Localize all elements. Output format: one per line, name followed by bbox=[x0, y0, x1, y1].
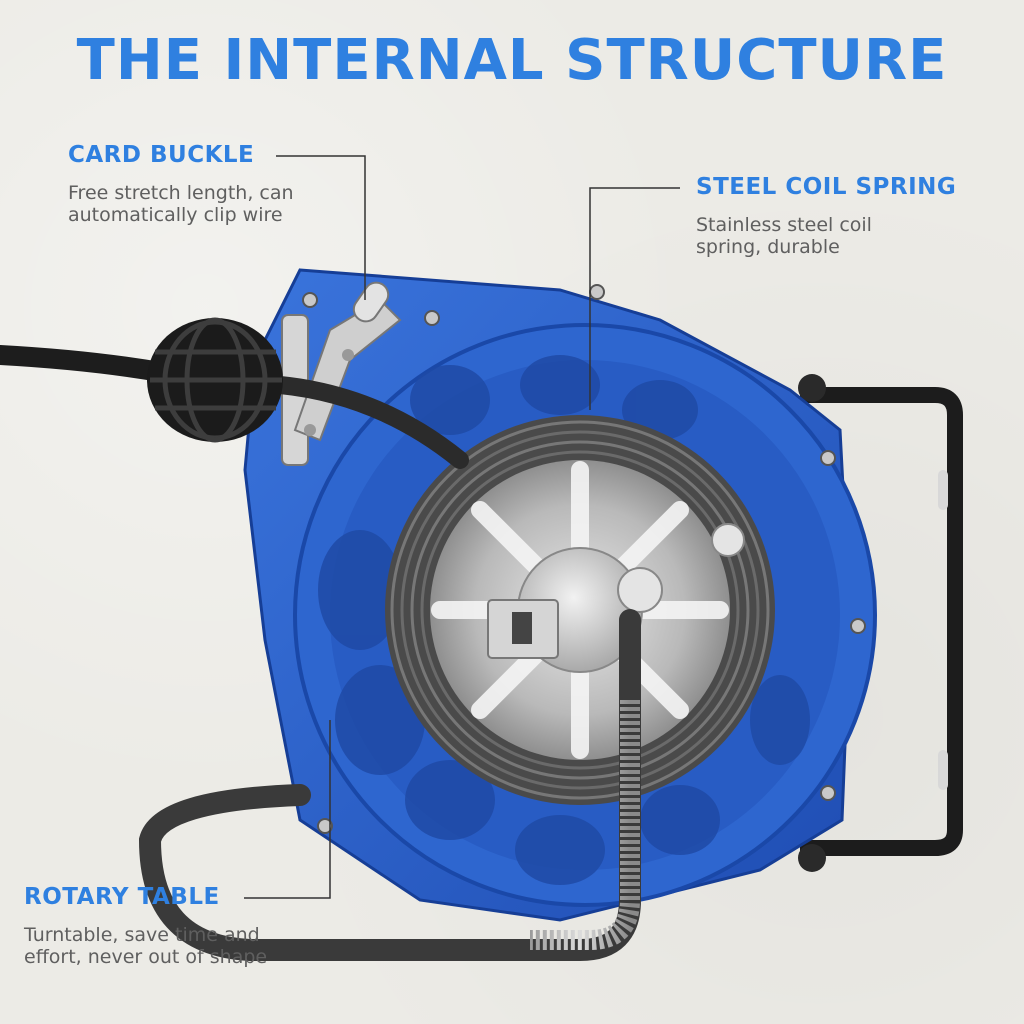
steel-coil-spring bbox=[385, 415, 775, 805]
callout-description: Free stretch length, can automatically c… bbox=[68, 182, 294, 226]
callout-desc-line: Turntable, save time and bbox=[24, 924, 260, 946]
callout-desc-line: effort, never out of shape bbox=[24, 946, 268, 968]
callout-desc-line: automatically clip wire bbox=[68, 204, 283, 226]
callout-steel-coil-spring: STEEL COIL SPRING Stainless steel coil s… bbox=[696, 174, 956, 258]
callout-label: ROTARY TABLE bbox=[24, 884, 220, 910]
callout-desc-line: Stainless steel coil bbox=[696, 214, 872, 236]
leader-lines bbox=[244, 155, 680, 899]
cable bbox=[0, 345, 641, 961]
callout-description: Stainless steel coil spring, durable bbox=[696, 214, 956, 258]
callout-label: CARD BUCKLE bbox=[68, 142, 255, 168]
mounting-bracket bbox=[798, 374, 963, 872]
callout-description: Turntable, save time and effort, never o… bbox=[24, 924, 267, 968]
page-title: THE INTERNAL STRUCTURE bbox=[76, 28, 948, 93]
callout-desc-line: spring, durable bbox=[696, 236, 840, 258]
callout-desc-line: Free stretch length, can bbox=[68, 182, 294, 204]
callout-label: STEEL COIL SPRING bbox=[696, 174, 957, 200]
cable-guide-ball bbox=[147, 317, 283, 443]
callout-rotary-table: ROTARY TABLE Turntable, save time and ef… bbox=[24, 884, 267, 968]
callout-card-buckle: CARD BUCKLE Free stretch length, can aut… bbox=[68, 142, 294, 226]
